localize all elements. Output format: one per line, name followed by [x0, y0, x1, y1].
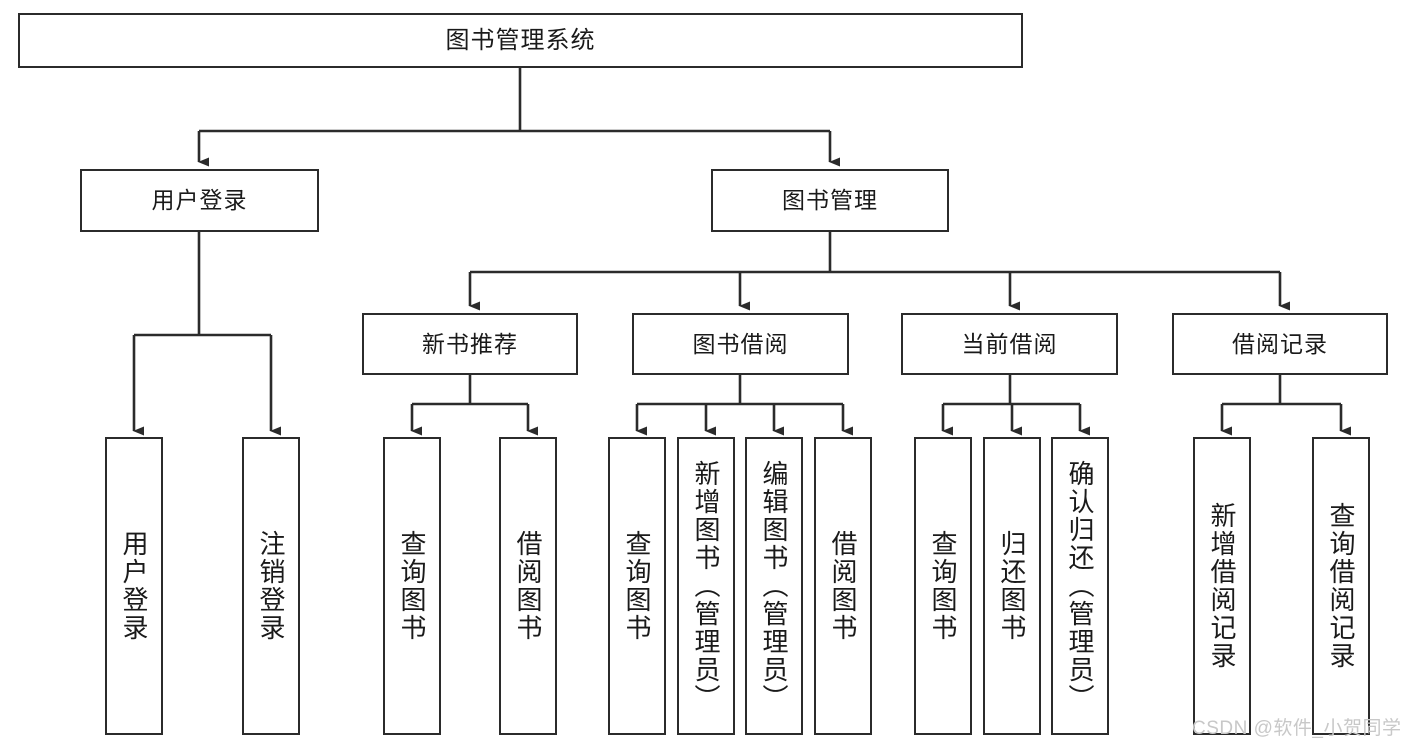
leaf-borrow-book-1-label: 借阅图书	[513, 530, 543, 642]
leaf-query-book-2[interactable]: 查询图书	[608, 437, 666, 735]
node-book-management[interactable]: 图书管理	[711, 169, 949, 232]
leaf-query-book-3[interactable]: 查询图书	[914, 437, 972, 735]
node-current-borrow[interactable]: 当前借阅	[901, 313, 1118, 375]
leaf-add-book[interactable]: 新增图书（管理员）	[677, 437, 735, 735]
leaf-edit-book[interactable]: 编辑图书（管理员）	[745, 437, 803, 735]
node-book-management-label: 图书管理	[782, 187, 878, 214]
node-new-book-recommend-label: 新书推荐	[422, 330, 518, 357]
leaf-user-login[interactable]: 用户登录	[105, 437, 163, 735]
node-root[interactable]: 图书管理系统	[18, 13, 1023, 68]
leaf-query-book-1-label: 查询图书	[397, 530, 427, 642]
leaf-borrow-book-2-label: 借阅图书	[828, 530, 858, 642]
leaf-logout-label: 注销登录	[256, 530, 286, 642]
leaf-confirm-return[interactable]: 确认归还（管理员）	[1051, 437, 1109, 735]
leaf-edit-book-label: 编辑图书（管理员）	[759, 460, 789, 712]
leaf-query-record-label: 查询借阅记录	[1326, 502, 1356, 670]
leaf-query-record[interactable]: 查询借阅记录	[1312, 437, 1370, 735]
leaf-query-book-3-label: 查询图书	[928, 530, 958, 642]
leaf-return-book[interactable]: 归还图书	[983, 437, 1041, 735]
leaf-add-record[interactable]: 新增借阅记录	[1193, 437, 1251, 735]
node-root-label: 图书管理系统	[445, 26, 596, 54]
node-new-book-recommend[interactable]: 新书推荐	[362, 313, 578, 375]
leaf-user-login-label: 用户登录	[119, 530, 149, 642]
node-book-borrow[interactable]: 图书借阅	[632, 313, 849, 375]
node-user-login-label: 用户登录	[151, 187, 248, 214]
node-current-borrow-label: 当前借阅	[961, 330, 1058, 357]
node-borrow-record-label: 借阅记录	[1232, 330, 1328, 357]
leaf-query-book-1[interactable]: 查询图书	[383, 437, 441, 735]
leaf-logout[interactable]: 注销登录	[242, 437, 300, 735]
node-book-borrow-label: 图书借阅	[692, 330, 789, 357]
leaf-confirm-return-label: 确认归还（管理员）	[1065, 460, 1095, 712]
node-user-login[interactable]: 用户登录	[80, 169, 319, 232]
leaf-add-record-label: 新增借阅记录	[1207, 502, 1237, 670]
leaf-query-book-2-label: 查询图书	[622, 530, 652, 642]
leaf-return-book-label: 归还图书	[997, 530, 1027, 642]
leaf-borrow-book-1[interactable]: 借阅图书	[499, 437, 557, 735]
leaf-borrow-book-2[interactable]: 借阅图书	[814, 437, 872, 735]
node-borrow-record[interactable]: 借阅记录	[1172, 313, 1388, 375]
leaf-add-book-label: 新增图书（管理员）	[691, 460, 721, 712]
